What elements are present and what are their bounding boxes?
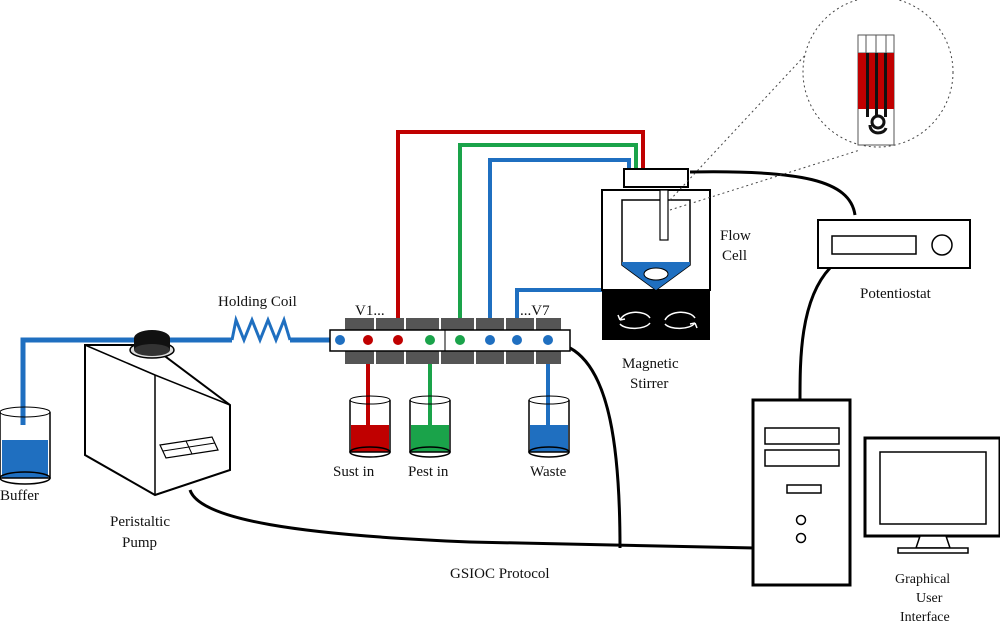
selection-valve — [329, 318, 571, 364]
gui-label-line3: Interface — [900, 610, 950, 625]
blue-tube-to-flowcell — [488, 158, 631, 340]
monitor — [863, 436, 1000, 554]
flowcell-potentiostat-cable — [689, 170, 857, 216]
green-tube-to-flowcell — [458, 143, 638, 340]
buffer-tube — [20, 337, 150, 425]
flow-cell-label-line2: Cell — [722, 248, 747, 264]
pump-control-cable — [188, 489, 756, 550]
gsioc-protocol-label: GSIOC Protocol — [450, 566, 550, 582]
waste-label: Waste — [530, 464, 567, 480]
screen-printed-electrode — [857, 34, 895, 146]
pest-in-beaker — [409, 395, 451, 458]
holding-coil-label: Holding Coil — [218, 294, 297, 310]
gui-label-line1: Graphical — [895, 572, 950, 587]
v7-label: ...V7 — [520, 303, 550, 319]
buffer-beaker — [0, 406, 51, 485]
gui-label-line2: User — [916, 591, 943, 606]
pump-label-line1: Peristaltic — [110, 514, 170, 530]
electrode-zoom-callout — [669, 0, 954, 211]
buffer-label: Buffer — [0, 488, 39, 504]
v1-label: V1... — [355, 303, 385, 319]
magnetic-stirrer — [602, 290, 710, 340]
computer-tower — [751, 398, 852, 587]
stirrer-label-line2: Stirrer — [630, 376, 668, 392]
stirrer-label-line1: Magnetic — [622, 356, 679, 372]
flow-cell — [601, 168, 711, 291]
peristaltic-pump — [84, 330, 231, 497]
pump-label-line2: Pump — [122, 535, 157, 551]
potentiostat-computer-cable — [798, 266, 832, 401]
pest-in-label: Pest in — [408, 464, 449, 480]
flow-cell-label-line1: Flow — [720, 228, 751, 244]
sust-in-label: Sust in — [333, 464, 375, 480]
holding-coil — [230, 314, 292, 345]
potentiostat — [817, 219, 971, 269]
valve-control-cable — [569, 346, 622, 549]
potentiostat-label: Potentiostat — [860, 286, 932, 302]
red-tube-to-flowcell — [396, 130, 645, 340]
waste-beaker — [528, 395, 570, 458]
sust-in-beaker — [349, 395, 391, 458]
